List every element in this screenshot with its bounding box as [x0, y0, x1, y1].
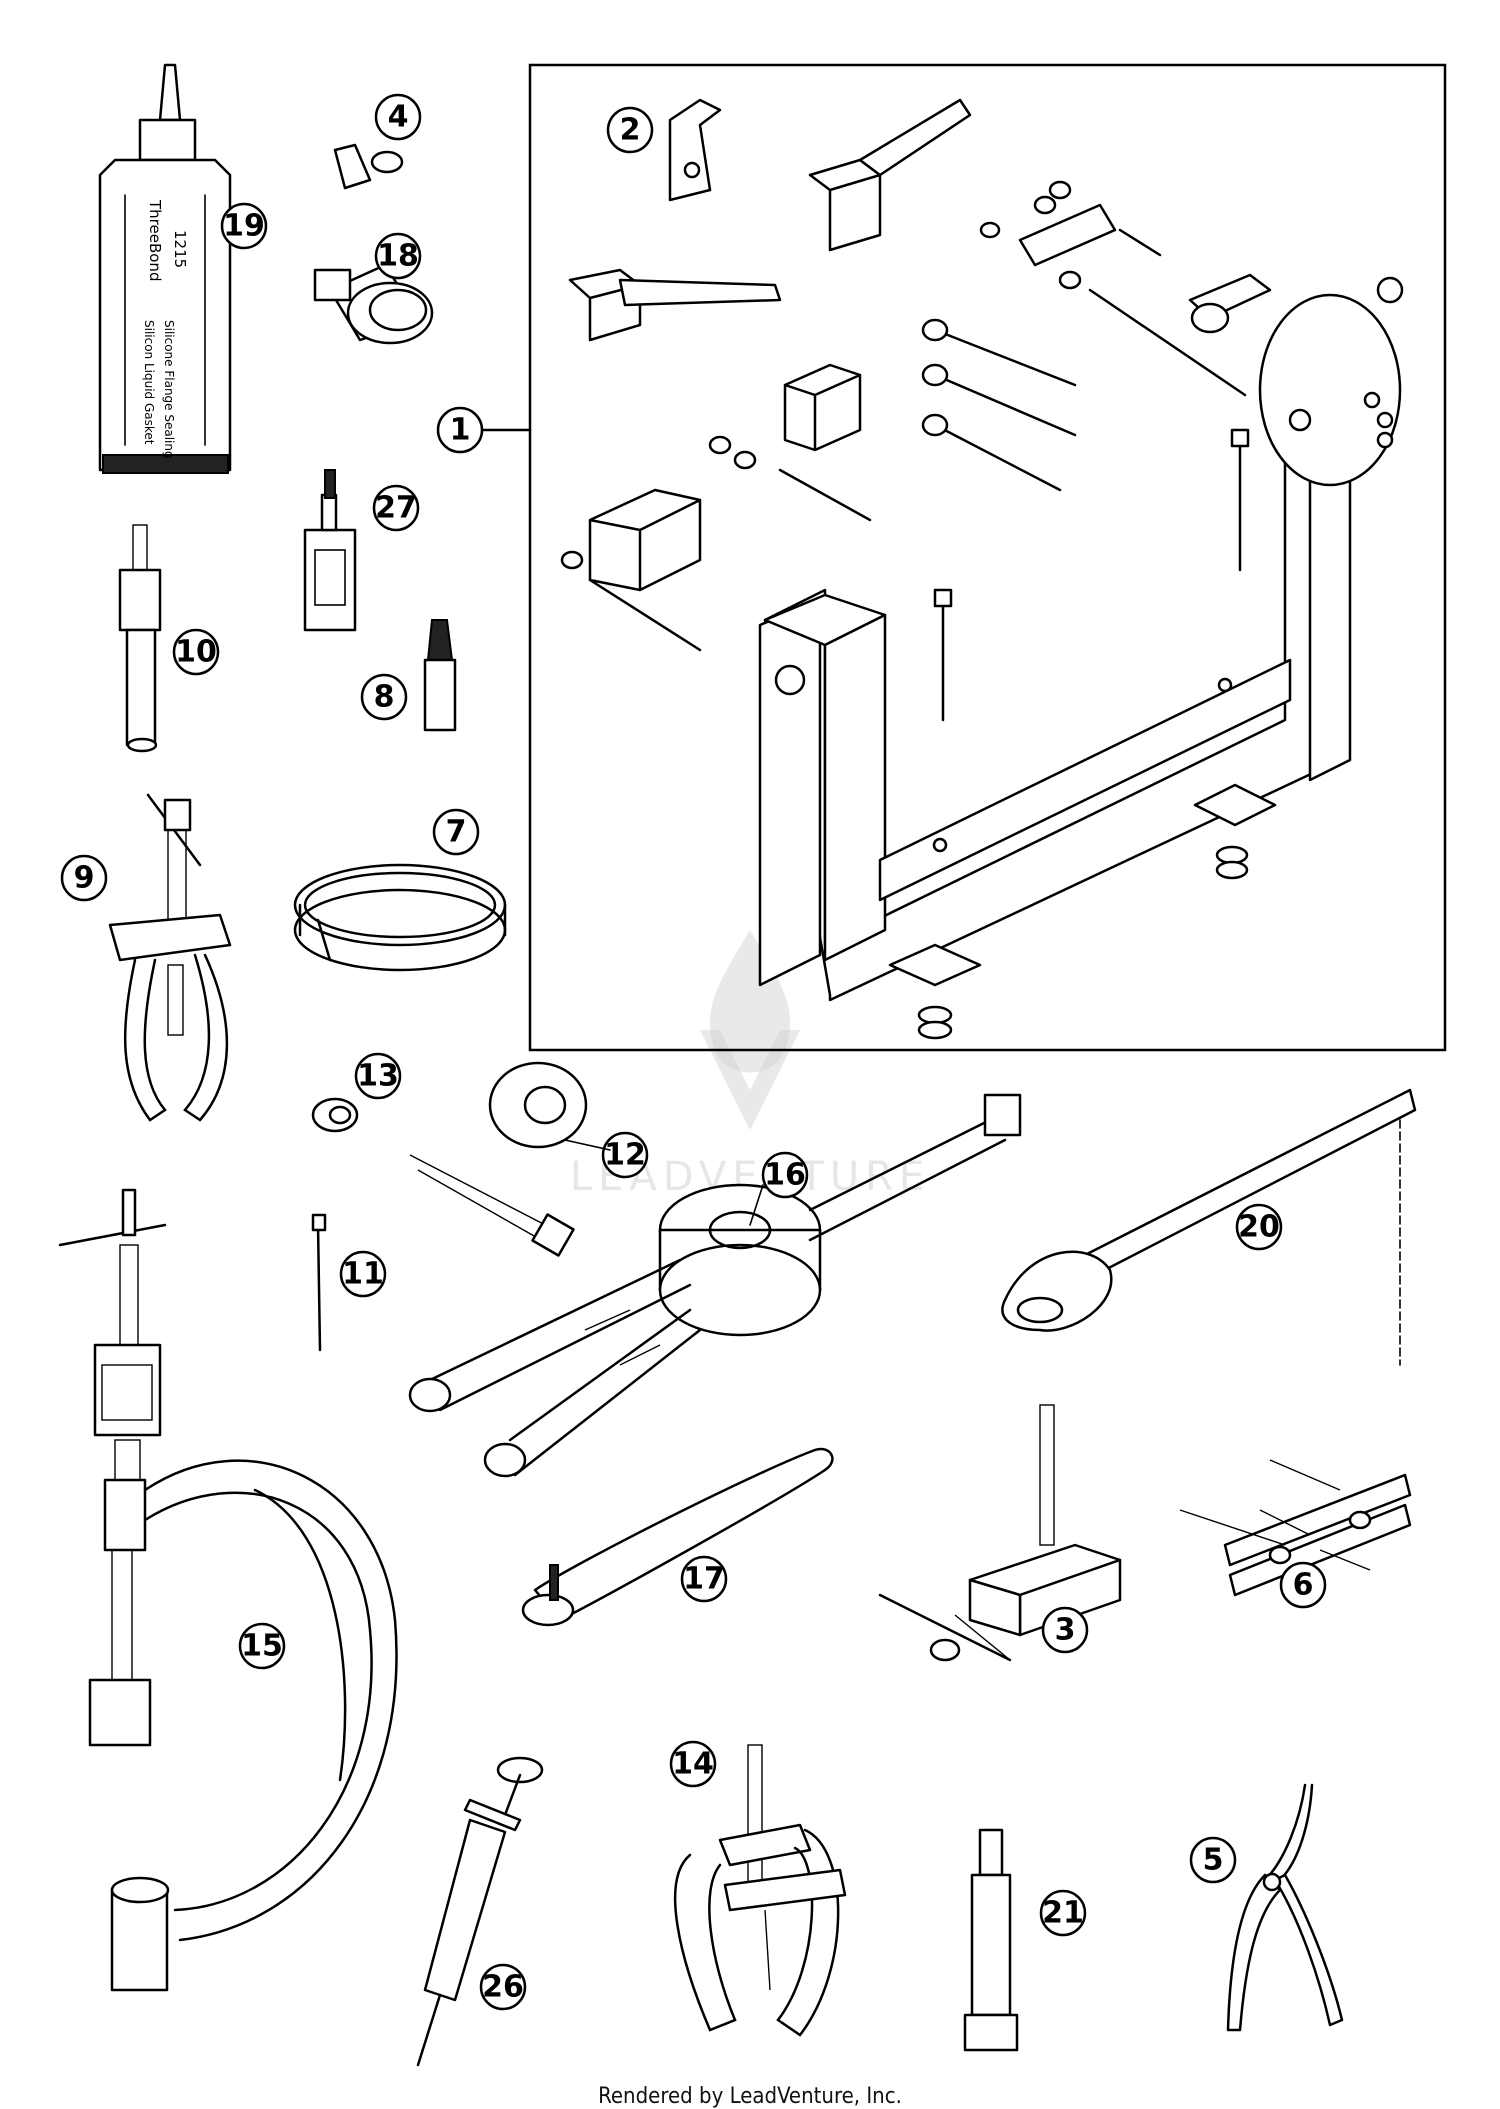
hex-driver [963, 1828, 1019, 2052]
svg-text:9: 9 [74, 861, 95, 896]
svg-text:2: 2 [620, 113, 641, 148]
svg-text:4: 4 [388, 100, 409, 135]
svg-text:11: 11 [342, 1257, 384, 1292]
tube-line1-text: Silicon Liquid Gasket [142, 320, 156, 445]
callout-27: 27 [372, 484, 420, 532]
callout-1: 1 [436, 406, 484, 454]
bearing-separator [1179, 1459, 1412, 1597]
bracket-2 [668, 98, 722, 202]
svg-text:7: 7 [446, 815, 467, 850]
foot-pad-front [888, 943, 982, 987]
tube-brand-text: ThreeBond [146, 199, 164, 281]
adapter-socket [313, 263, 434, 345]
callout-10: 10 [172, 628, 220, 676]
clutch-holder-tool [408, 1093, 1022, 1478]
svg-text:14: 14 [672, 1747, 714, 1782]
two-jaw-puller [108, 793, 232, 1122]
svg-text:20: 20 [1238, 1210, 1280, 1245]
callout-13: 13 [354, 1052, 402, 1100]
pin-spanner [521, 1447, 834, 1627]
callout-9: 9 [60, 854, 108, 902]
foot-pad-rear [1193, 783, 1277, 827]
callout-6: 6 [1279, 1561, 1327, 1609]
svg-text:13: 13 [357, 1059, 399, 1094]
callout-18: 18 [374, 232, 422, 280]
svg-text:21: 21 [1042, 1896, 1084, 1931]
pointed-applicator [423, 619, 457, 732]
engine-stand-assembly [460, 63, 1447, 1052]
svg-text:10: 10 [175, 635, 217, 670]
callout-21: 21 [1039, 1889, 1087, 1937]
callout-7: 7 [432, 808, 480, 856]
callout-17: 17 [680, 1555, 728, 1603]
circlip-pliers [1226, 1783, 1344, 2032]
callout-11: 11 [339, 1250, 387, 1298]
leader-line-12 [564, 1139, 611, 1151]
callout-19: 19 [220, 202, 268, 250]
callout-14: 14 [669, 1740, 717, 1788]
mounting-plate [1258, 293, 1402, 487]
syringe [416, 1756, 544, 2067]
sealant-tube: ThreeBond 1215 Silicon Liquid Gasket Sil… [98, 63, 232, 474]
svg-text:5: 5 [1203, 1843, 1224, 1878]
callout-26: 26 [479, 1963, 527, 2011]
svg-text:18: 18 [377, 239, 419, 274]
callout-20: 20 [1235, 1203, 1283, 1251]
cone-sleeve [333, 143, 404, 190]
callout-15: 15 [238, 1622, 286, 1670]
bracket-b [783, 363, 862, 452]
drift-pin [311, 1213, 327, 1352]
link-plate [1018, 203, 1117, 267]
bearing-nut [311, 1097, 359, 1133]
svg-text:6: 6 [1293, 1568, 1314, 1603]
bolt-with-bearing [409, 1061, 588, 1257]
group-box-frame [528, 63, 1447, 1052]
tube-number-text: 1215 [171, 230, 189, 268]
rotor-puller [673, 1744, 847, 2037]
callout-12: 12 [601, 1131, 649, 1179]
callout-16: 16 [761, 1151, 809, 1199]
svg-text:12: 12 [604, 1138, 646, 1173]
svg-text:1: 1 [450, 413, 471, 448]
svg-text:16: 16 [764, 1158, 806, 1193]
svg-text:27: 27 [375, 491, 417, 526]
callout-2: 2 [606, 106, 654, 154]
svg-text:15: 15 [241, 1629, 283, 1664]
threaded-rod [933, 328, 1077, 387]
callout-4: 4 [374, 93, 422, 141]
split-ring [293, 863, 507, 972]
svg-text:8: 8 [374, 680, 395, 715]
valve-spring-compressor [58, 1188, 398, 1992]
callout-5: 5 [1189, 1836, 1237, 1884]
bracket-a [588, 488, 702, 592]
svg-text:19: 19 [223, 209, 265, 244]
crankcase-splitter [878, 1404, 1122, 1662]
footer-credit: Rendered by LeadVenture, Inc. [598, 2084, 902, 2109]
chain-wrench [1001, 1088, 1417, 1366]
locking-agent-bottle [303, 469, 357, 632]
svg-text:3: 3 [1055, 1613, 1076, 1648]
bracket-d [808, 158, 882, 252]
tube-line2-text: Silicone Flange Sealing [162, 320, 176, 459]
callout-8: 8 [360, 673, 408, 721]
svg-text:26: 26 [482, 1970, 524, 2005]
svg-text:17: 17 [683, 1562, 725, 1597]
slide-hammer [118, 524, 162, 753]
leader-line-16 [749, 1184, 764, 1226]
callout-3: 3 [1041, 1606, 1089, 1654]
